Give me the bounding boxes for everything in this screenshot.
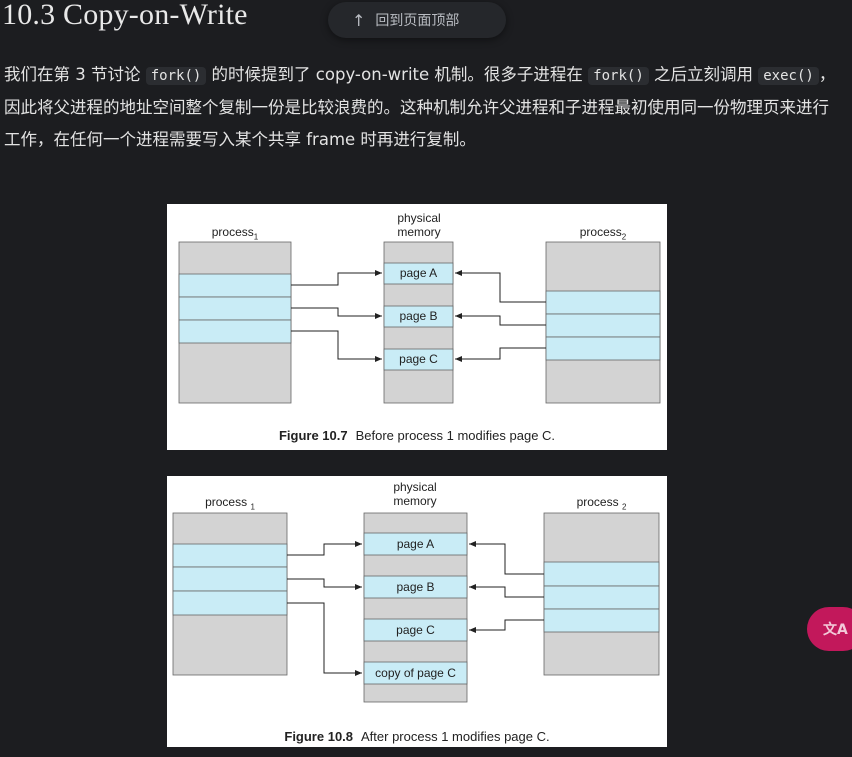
arrow-p2-to-page-c xyxy=(469,619,544,633)
section-heading: 10.3 Copy-on-Write xyxy=(2,0,248,31)
page-a-label: page A xyxy=(396,537,435,551)
arrow-p2-to-page-c xyxy=(455,347,546,362)
arrow-p2-to-page-b xyxy=(455,313,546,326)
translate-button[interactable]: ⽂A xyxy=(807,607,852,651)
copy-of-page-c-label: copy of page C xyxy=(375,666,456,680)
arrow-p1-to-page-b xyxy=(287,578,362,590)
process2-page-slot xyxy=(545,313,661,338)
process2-label: process 2 xyxy=(576,495,627,512)
arrow-p1-to-page-c xyxy=(291,330,382,362)
process1-label: process1 xyxy=(211,225,259,242)
inline-code-fork-2: fork() xyxy=(588,67,649,85)
process2-page-slot xyxy=(545,336,661,361)
arrow-p2-to-page-a xyxy=(455,270,546,303)
arrow-p1-to-page-b xyxy=(291,307,382,319)
process2-page-slot xyxy=(543,608,660,633)
back-to-top-button[interactable]: ↑ 回到页面顶部 xyxy=(328,2,506,38)
process1-page-slot xyxy=(178,273,292,298)
figure-10-7-diagram xyxy=(178,241,661,404)
arrow-p1-to-page-a xyxy=(291,270,382,286)
process2-page-slot xyxy=(543,585,660,610)
process1-page-slot xyxy=(172,543,288,568)
page-c-label: page C xyxy=(396,623,435,637)
body-paragraph: 我们在第 3 节讨论 fork() 的时候提到了 copy-on-write 机… xyxy=(4,59,844,156)
arrow-p2-to-page-a xyxy=(469,541,544,575)
process1-page-slot xyxy=(172,590,288,616)
process2-page-slot xyxy=(543,561,660,587)
process1-page-slot xyxy=(178,296,292,321)
page-c-label: page C xyxy=(399,352,438,366)
back-to-top-label: 回到页面顶部 xyxy=(375,13,460,29)
process1-page-slot xyxy=(178,319,292,344)
paragraph-text-2: 的时候提到了 copy-on-write 机制。很多子进程在 xyxy=(206,65,589,84)
process2-page-slot xyxy=(545,290,661,315)
page-b-label: page B xyxy=(396,580,435,594)
physical-page-b xyxy=(363,575,468,599)
arrow-up-icon: ↑ xyxy=(352,10,366,30)
page-b-label: page B xyxy=(399,309,438,323)
paragraph-text-4: ，因此将父进程的地址空间整个复制一份是比较浪费的。这种机制允许父进程和子进程最初… xyxy=(4,65,836,149)
physical-page-c xyxy=(383,348,454,371)
paragraph-text-3: 之后立刻调用 xyxy=(648,65,759,84)
figure-10-8-diagram xyxy=(172,512,660,703)
translate-icon: ⽂A xyxy=(823,622,848,638)
physical-page-b xyxy=(383,305,454,328)
inline-code-exec: exec() xyxy=(758,67,819,85)
arrow-p1-to-page-a xyxy=(287,541,362,556)
process2-label: process2 xyxy=(579,225,627,242)
paragraph-text-1: 我们在第 3 节讨论 xyxy=(4,65,146,84)
arrow-p1-to-copy-of-page-c xyxy=(287,602,362,676)
arrow-p2-to-page-b xyxy=(469,584,544,598)
page-a-label: page A xyxy=(399,266,438,280)
physical-page-a xyxy=(383,262,454,285)
physical-copy-of-page-c xyxy=(363,661,468,685)
process1-page-slot xyxy=(172,566,288,592)
process1-label: process 1 xyxy=(205,495,255,512)
physical-page-c xyxy=(363,618,468,642)
physical-page-a xyxy=(363,532,468,556)
inline-code-fork: fork() xyxy=(145,67,207,85)
